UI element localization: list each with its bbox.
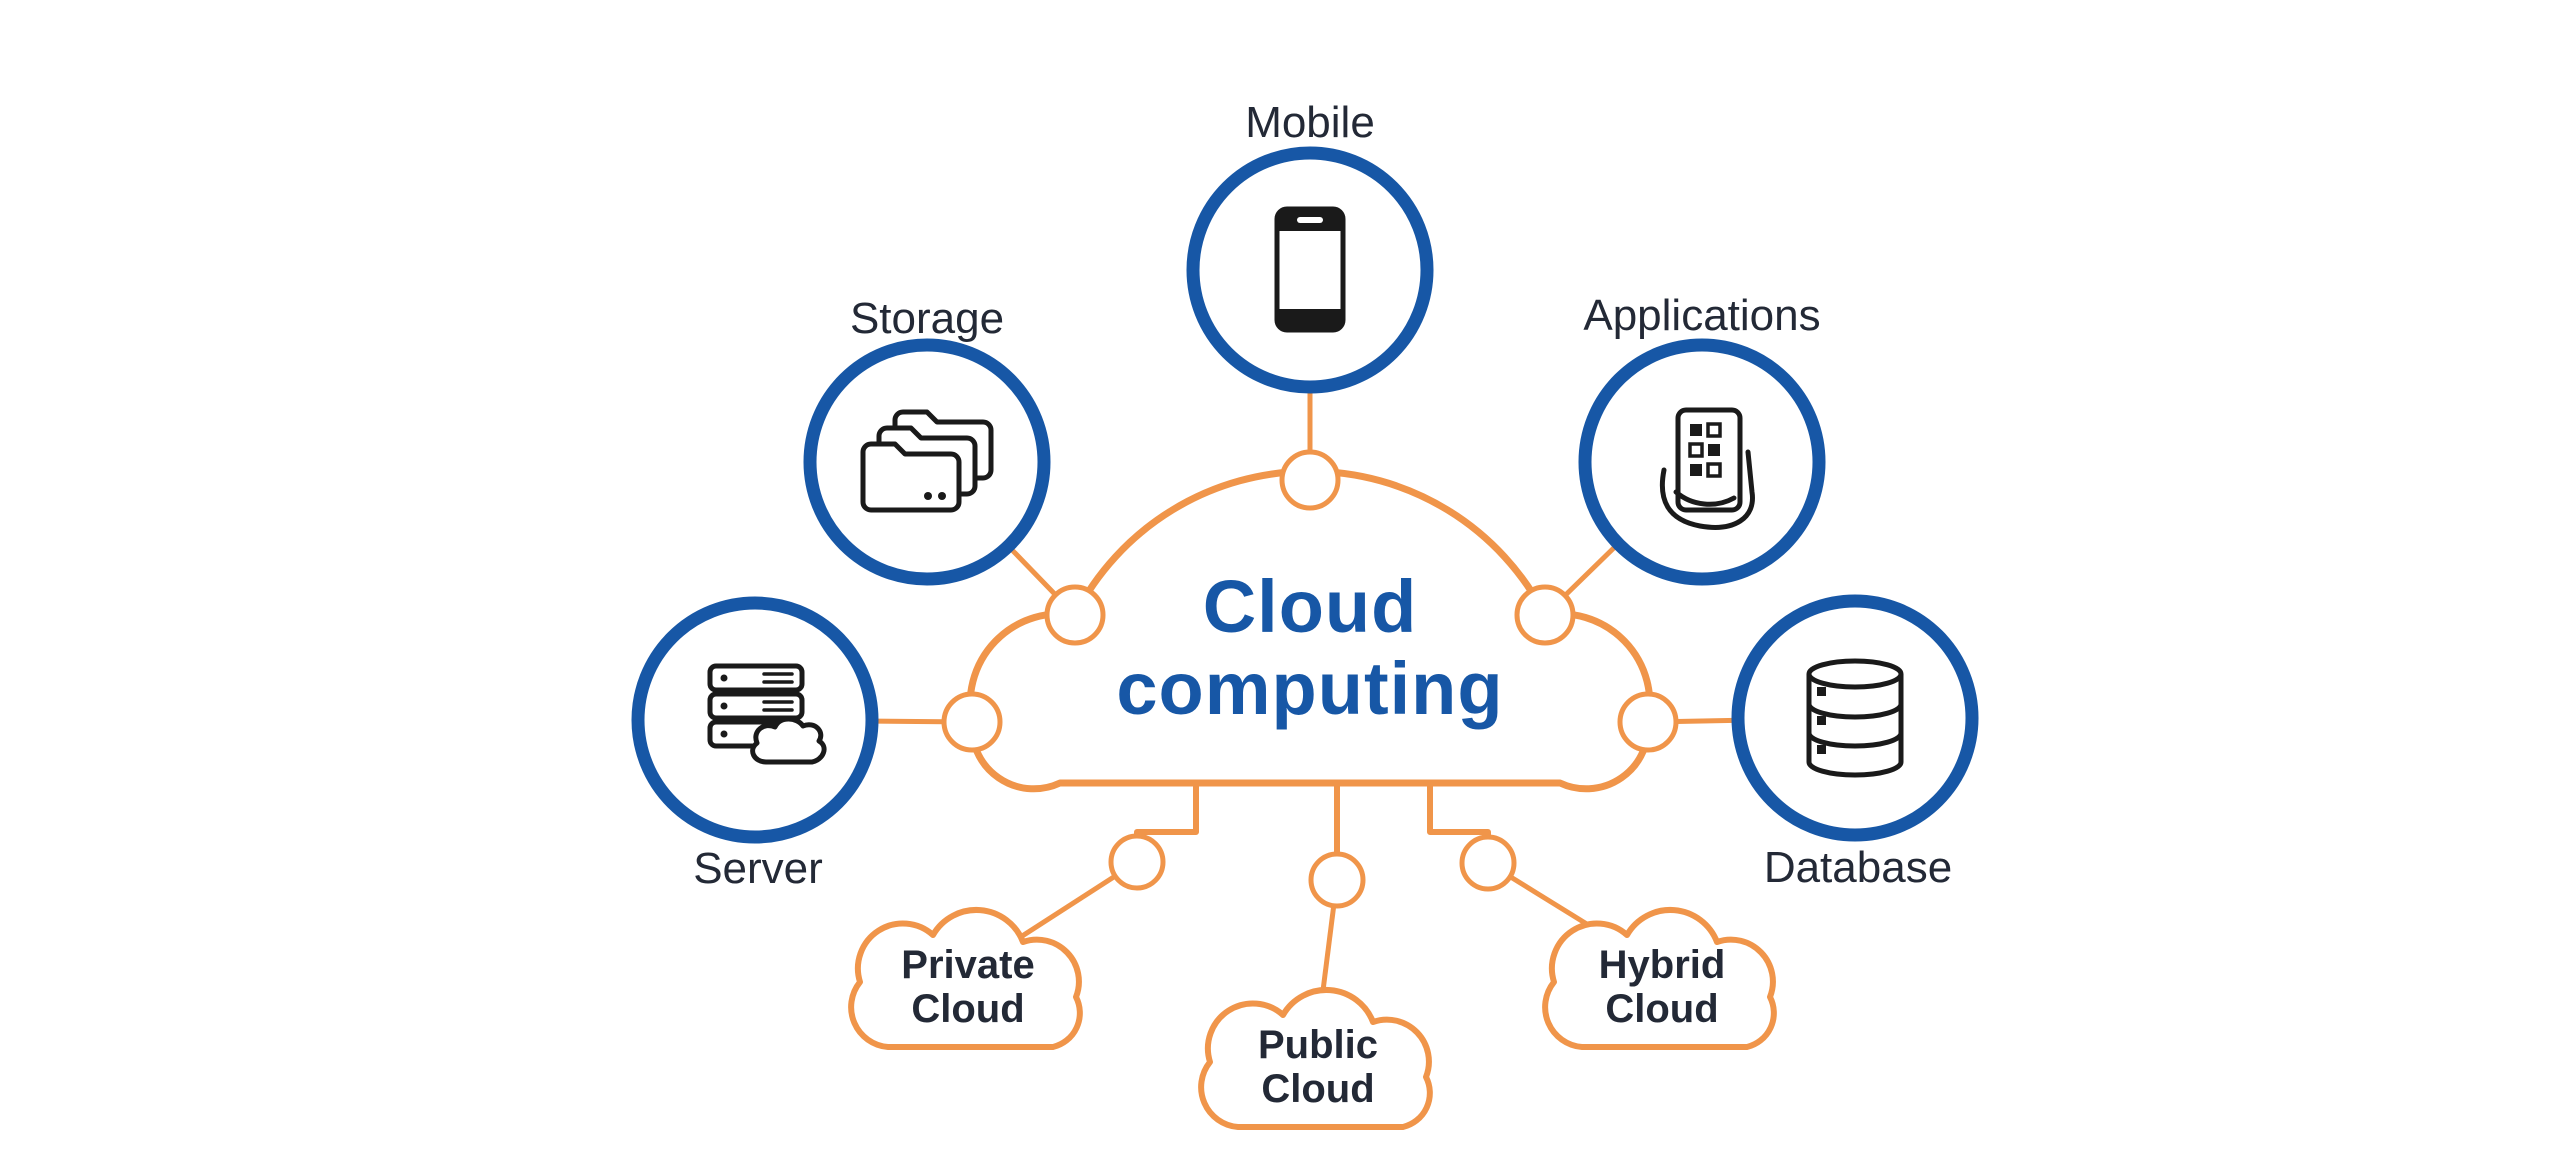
phone-bottom-band: [1277, 309, 1343, 330]
node-server: Server: [631, 596, 879, 893]
diagram-title: Cloud computing: [1116, 565, 1503, 730]
connector-dot-top: [1279, 449, 1341, 511]
node-label-mobile: Mobile: [1245, 98, 1375, 147]
app-square-1: [1690, 424, 1702, 436]
server-unit-2: [707, 691, 805, 721]
node-database: Database: [1731, 594, 1979, 892]
db-dot-1: [1817, 687, 1826, 696]
folder-dot-2: [938, 492, 946, 500]
title-line-1: Cloud: [1203, 565, 1418, 648]
app-square-5: [1690, 464, 1702, 476]
server-cloud-badge: [750, 716, 827, 765]
private-cloud: Private Cloud: [851, 910, 1080, 1047]
db-dot-2: [1817, 716, 1826, 725]
server-led-2: [720, 702, 728, 710]
database-cylinder-icon: [1806, 658, 1904, 778]
smartphone-icon: [1274, 206, 1346, 333]
node-applications: Applications: [1578, 291, 1826, 586]
node-label-database: Database: [1764, 843, 1952, 892]
thumb-line: [1673, 489, 1737, 507]
connector-dot-bottom-center: [1308, 851, 1366, 909]
hand-outline: [1659, 449, 1755, 530]
folder-dot-1: [924, 492, 932, 500]
node-storage: Storage: [803, 294, 1051, 586]
app-square-4: [1708, 444, 1720, 456]
server-rack-cloud-icon: [707, 663, 827, 765]
node-label-server: Server: [693, 844, 823, 893]
connector-dot-upper-left: [1044, 584, 1106, 646]
cloud-bottom-stubs: [1134, 783, 1491, 876]
private-cloud-label-1: Private: [901, 943, 1034, 987]
hybrid-cloud: Hybrid Cloud: [1545, 910, 1774, 1047]
db-top: [1806, 658, 1904, 690]
app-square-3: [1688, 442, 1704, 458]
app-square-6: [1706, 462, 1722, 478]
hand-holding-app-icon: [1659, 407, 1755, 530]
db-body: [1806, 674, 1904, 778]
folders-icon: [863, 412, 991, 510]
app-square-2: [1706, 422, 1722, 438]
db-dot-3: [1817, 745, 1826, 754]
public-cloud: Public Cloud: [1201, 990, 1430, 1127]
connector-dot-right: [1617, 691, 1679, 753]
node-label-storage: Storage: [850, 294, 1004, 343]
title-line-2: computing: [1116, 647, 1503, 730]
connector-dot-upper-right: [1514, 584, 1576, 646]
phone-speaker-slot: [1297, 217, 1323, 223]
connector-dots: [941, 449, 1679, 909]
public-cloud-label-1: Public: [1258, 1023, 1378, 1067]
server-led-1: [720, 674, 728, 682]
db-band-2: [1806, 730, 1904, 749]
folder-front: [863, 444, 959, 510]
node-label-applications: Applications: [1583, 291, 1820, 340]
db-band-1: [1806, 701, 1904, 720]
private-cloud-label-2: Cloud: [911, 987, 1024, 1031]
connector-dot-bottom-left: [1108, 833, 1166, 891]
connector-dot-left: [941, 691, 1003, 753]
node-mobile: Mobile: [1186, 98, 1434, 394]
server-led-3: [720, 730, 728, 738]
hybrid-cloud-label-2: Cloud: [1605, 987, 1718, 1031]
server-unit-1: [707, 663, 805, 693]
public-cloud-label-2: Cloud: [1261, 1067, 1374, 1111]
hybrid-cloud-label-1: Hybrid: [1599, 943, 1726, 987]
connector-dot-bottom-right: [1459, 834, 1517, 892]
